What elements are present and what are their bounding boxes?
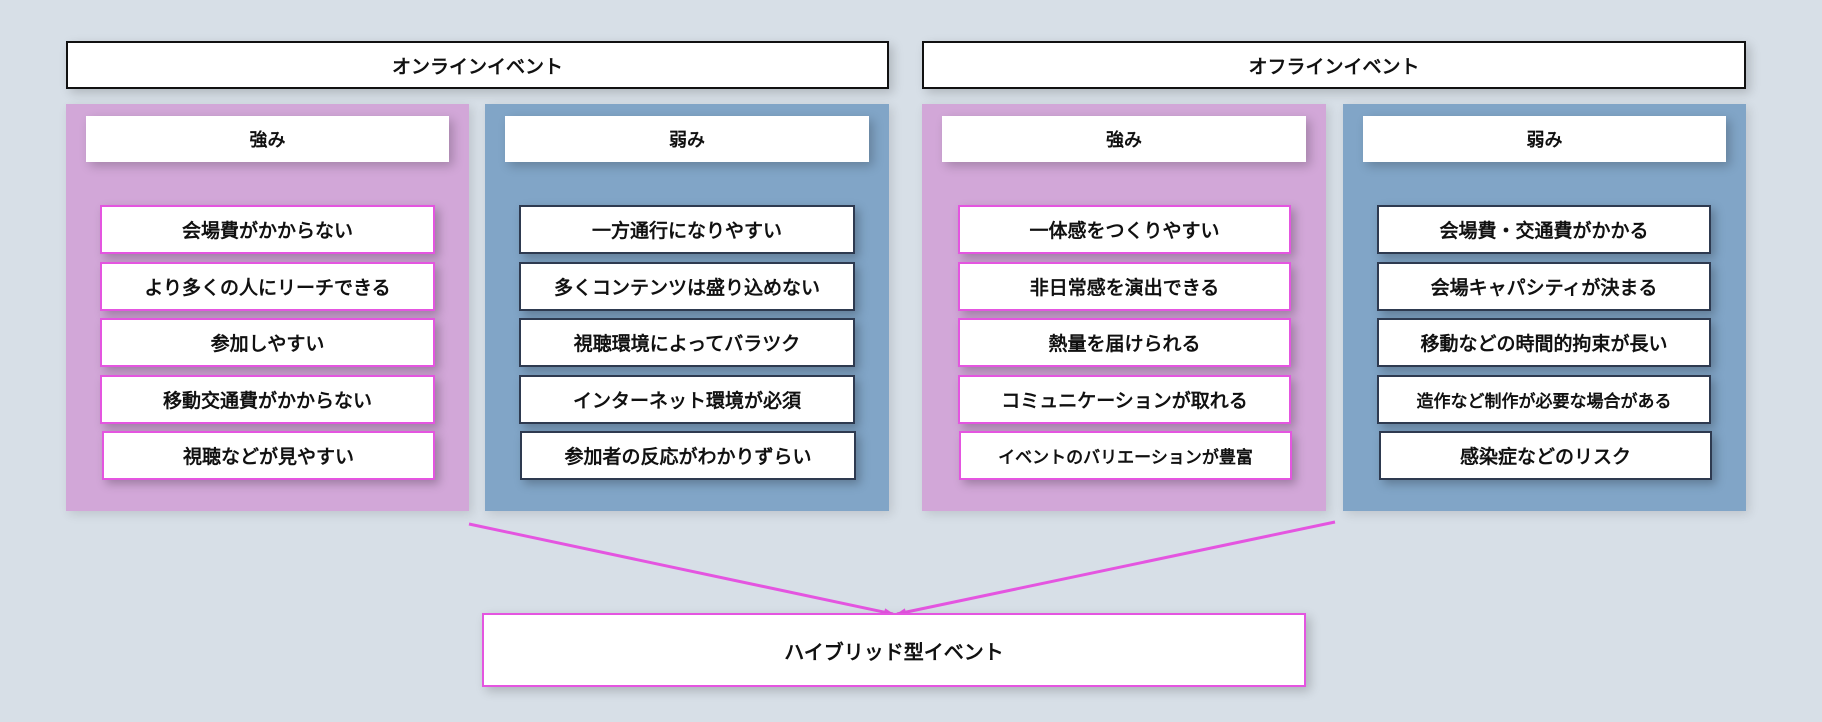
- list-item: 参加しやすい: [100, 318, 435, 367]
- online-event-header: オンラインイベント: [66, 41, 889, 89]
- online-weaknesses-title: 弱み: [505, 116, 869, 162]
- list-item: 多くコンテンツは盛り込めない: [519, 262, 855, 311]
- list-item: イベントのバリエーションが豊富: [959, 431, 1292, 480]
- online-strengths-panel: 強み 会場費がかからない より多くの人にリーチできる 参加しやすい 移動交通費が…: [66, 104, 469, 511]
- list-item: 会場キャパシティが決まる: [1377, 262, 1711, 311]
- list-item: 視聴環境によってバラツク: [519, 318, 855, 367]
- arrow-from-offline: [896, 520, 1336, 617]
- offline-weaknesses-panel: 弱み 会場費・交通費がかかる 会場キャパシティが決まる 移動などの時間的拘束が長…: [1343, 104, 1746, 511]
- list-item: インターネット環境が必須: [519, 375, 855, 424]
- online-strengths-title: 強み: [86, 116, 449, 162]
- list-item: より多くの人にリーチできる: [100, 262, 435, 311]
- list-item: 一体感をつくりやすい: [958, 205, 1291, 254]
- hybrid-event-box: ハイブリッド型イベント: [482, 613, 1306, 687]
- list-item: 参加者の反応がわかりずらい: [520, 431, 856, 480]
- list-item: 感染症などのリスク: [1379, 431, 1712, 480]
- list-item: コミュニケーションが取れる: [958, 375, 1291, 424]
- list-item: 移動などの時間的拘束が長い: [1377, 318, 1711, 367]
- online-weaknesses-panel: 弱み 一方通行になりやすい 多くコンテンツは盛り込めない 視聴環境によってバラツ…: [485, 104, 889, 511]
- list-item: 会場費がかからない: [100, 205, 435, 254]
- list-item: 移動交通費がかからない: [100, 375, 435, 424]
- list-item: 非日常感を演出できる: [958, 262, 1291, 311]
- arrow-from-online: [468, 522, 894, 617]
- list-item: 一方通行になりやすい: [519, 205, 855, 254]
- offline-event-header: オフラインイベント: [922, 41, 1746, 89]
- list-item: 会場費・交通費がかかる: [1377, 205, 1711, 254]
- list-item: 造作など制作が必要な場合がある: [1377, 375, 1711, 424]
- list-item: 熱量を届けられる: [958, 318, 1291, 367]
- offline-strengths-panel: 強み 一体感をつくりやすい 非日常感を演出できる 熱量を届けられる コミュニケー…: [922, 104, 1326, 511]
- offline-weaknesses-title: 弱み: [1363, 116, 1726, 162]
- list-item: 視聴などが見やすい: [102, 431, 435, 480]
- offline-strengths-title: 強み: [942, 116, 1306, 162]
